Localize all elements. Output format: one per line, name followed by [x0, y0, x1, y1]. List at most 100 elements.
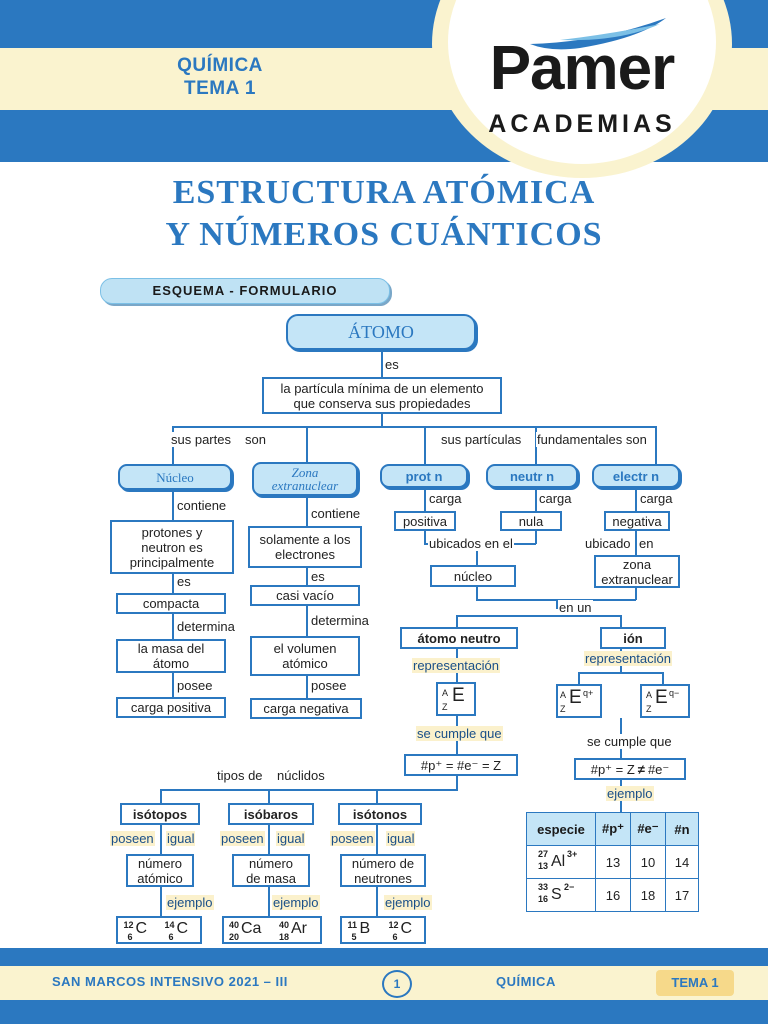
carga-positiva-box: carga positiva: [116, 697, 226, 718]
zona-extranuclear-node: Zona extranuclear: [252, 462, 358, 496]
isotopos-example-box: 12 6 C 14 6 C: [116, 916, 202, 944]
label-es: es: [384, 357, 400, 372]
label-igual: igual: [276, 831, 306, 846]
table-header: #p⁺: [595, 812, 631, 846]
label-son: son: [244, 432, 267, 447]
volumen-atomico-box: el volumen atómico: [250, 636, 360, 676]
casi-vacio-box: casi vacío: [250, 585, 360, 606]
topic-name: TEMA 1: [184, 78, 256, 99]
species-cell: 33 16 S 2−: [526, 878, 596, 912]
label-poseen: poseen: [330, 831, 375, 846]
footer-subject: QUÍMICA: [496, 974, 556, 989]
protons-cell: 16: [595, 878, 631, 912]
ion-rule-left: #p⁺ = Z: [590, 761, 635, 777]
nucleo-contenido: protones y neutron es principalmente: [110, 520, 234, 574]
table-header: especie: [526, 812, 596, 846]
atomo-definition: la partícula mínima de un elemento que c…: [262, 377, 502, 414]
electrons-cell: 18: [630, 878, 666, 912]
title-line-1: ESTRUCTURA ATÓMICA: [172, 174, 596, 211]
label-se-cumple-neutro: se cumple que: [416, 726, 503, 741]
atomo-neutro-box: átomo neutro: [400, 627, 518, 649]
label-ubicados-en-el: ubicados en el: [428, 536, 514, 551]
masa-atomo-box: la masa del átomo: [116, 639, 226, 673]
nuclide-notation: 40 18 Ar: [279, 920, 307, 942]
neutral-rule-box: #p⁺ = #e⁻ = Z: [404, 754, 518, 776]
title-line-2: Y NÚMEROS CUÁNTICOS: [165, 216, 603, 253]
ion-rule-right: #e⁻: [647, 761, 670, 777]
isotonos-box: isótonos: [338, 803, 422, 825]
label-determina-nucleo: determina: [176, 619, 236, 634]
label-poseen: poseen: [110, 831, 155, 846]
label-ejemplo: ejemplo: [384, 895, 432, 910]
label-sus-partes: sus partes: [170, 432, 232, 447]
label-ubicado: ubicado: [584, 536, 632, 551]
label-en: en: [638, 536, 655, 551]
electron-node: electr n: [592, 464, 680, 488]
compacta-box: compacta: [116, 593, 226, 614]
positiva-box: positiva: [394, 511, 456, 531]
label-se-cumple-ion: se cumple que: [586, 734, 673, 749]
label-ejemplo-ion: ejemplo: [606, 786, 654, 801]
neutron-node: neutr n: [486, 464, 578, 488]
isobaros-box: isóbaros: [228, 803, 314, 825]
species-cell: 27 13 Al 3+: [526, 845, 596, 879]
label-contiene-nucleo: contiene: [176, 498, 228, 513]
logo-swoosh-icon: [530, 18, 666, 50]
neutrons-cell: 17: [665, 878, 699, 912]
footer-course: SAN MARCOS INTENSIVO 2021 – III: [52, 974, 288, 989]
label-fundamentales-son: fundamentales son: [536, 432, 648, 447]
neutral-notation: A Z E: [442, 685, 465, 712]
ion-rule-box: #p⁺ = Z ≠ #e⁻: [574, 758, 686, 780]
label-en-un: en un: [558, 600, 593, 615]
zona-contenido: solamente a los electrones: [248, 526, 362, 568]
table-header: #e⁻: [630, 812, 666, 846]
definition-line-1: la partícula mínima de un elemento: [280, 380, 484, 396]
electrons-cell: 10: [630, 845, 666, 879]
species-table: especie #p⁺ #e⁻ #n 27 13 Al 3+ 13 10 14 …: [526, 812, 699, 912]
label-poseen: poseen: [220, 831, 265, 846]
label-determina-zona: determina: [310, 613, 370, 628]
zona-location-box: zona extranuclear: [594, 555, 680, 588]
label-ejemplo: ejemplo: [272, 895, 320, 910]
protons-cell: 13: [595, 845, 631, 879]
page-title: ESTRUCTURA ATÓMICA Y NÚMEROS CUÁNTICOS: [0, 172, 768, 256]
nula-box: nula: [500, 511, 562, 531]
nucleo-node: Núcleo: [118, 464, 232, 490]
nuclide-notation: 11 5 B: [347, 920, 371, 942]
cation-notation-box: A Z E q+: [556, 684, 602, 718]
anion-notation-box: A Z E q−: [640, 684, 690, 718]
label-posee-zona: posee: [310, 678, 348, 693]
label-sus-particulas: sus partículas: [440, 432, 523, 447]
negativa-box: negativa: [604, 511, 670, 531]
label-igual: igual: [386, 831, 416, 846]
label-posee-nucleo: posee: [176, 678, 214, 693]
nuclide-notation: 12 6 C: [123, 920, 148, 942]
table-header-row: especie #p⁺ #e⁻ #n: [526, 812, 699, 846]
proton-node: prot n: [380, 464, 468, 488]
label-ejemplo: ejemplo: [166, 895, 214, 910]
section-tag: ESQUEMA - FORMULARIO: [100, 278, 390, 304]
definition-line-2: que conserva sus propiedades: [293, 395, 471, 411]
nucleo-location-box: núcleo: [430, 565, 516, 587]
isobaros-example-box: 40 20 Ca 40 18 Ar: [222, 916, 322, 944]
zona-line-2: extranuclear: [271, 478, 339, 493]
label-igual: igual: [166, 831, 196, 846]
table-row: 33 16 S 2− 16 18 17: [526, 878, 699, 912]
nuclide-notation: 12 6 C: [388, 920, 413, 942]
numero-masa-box: número de masa: [232, 854, 310, 887]
atomo-node: ÁTOMO: [286, 314, 476, 350]
label-es-nucleo: es: [176, 574, 192, 589]
label-carga-proton: carga: [428, 491, 463, 506]
nuclide-notation: 40 20 Ca: [229, 920, 262, 942]
table-header: #n: [665, 812, 699, 846]
label-carga-neutron: carga: [538, 491, 573, 506]
label-representacion-neutro: representación: [412, 658, 500, 673]
label-contiene-zona: contiene: [310, 506, 362, 521]
zona-line-1: Zona: [291, 465, 319, 480]
subject-heading: QUÍMICA TEMA 1: [120, 54, 320, 100]
isotopos-box: isótopos: [120, 803, 200, 825]
brand-subtitle: ACADEMIAS: [488, 110, 676, 138]
numero-neutrones-box: número de neutrones: [340, 854, 426, 887]
label-tipos-de: tipos de: [216, 768, 264, 783]
label-nuclidos: núclidos: [276, 768, 326, 783]
